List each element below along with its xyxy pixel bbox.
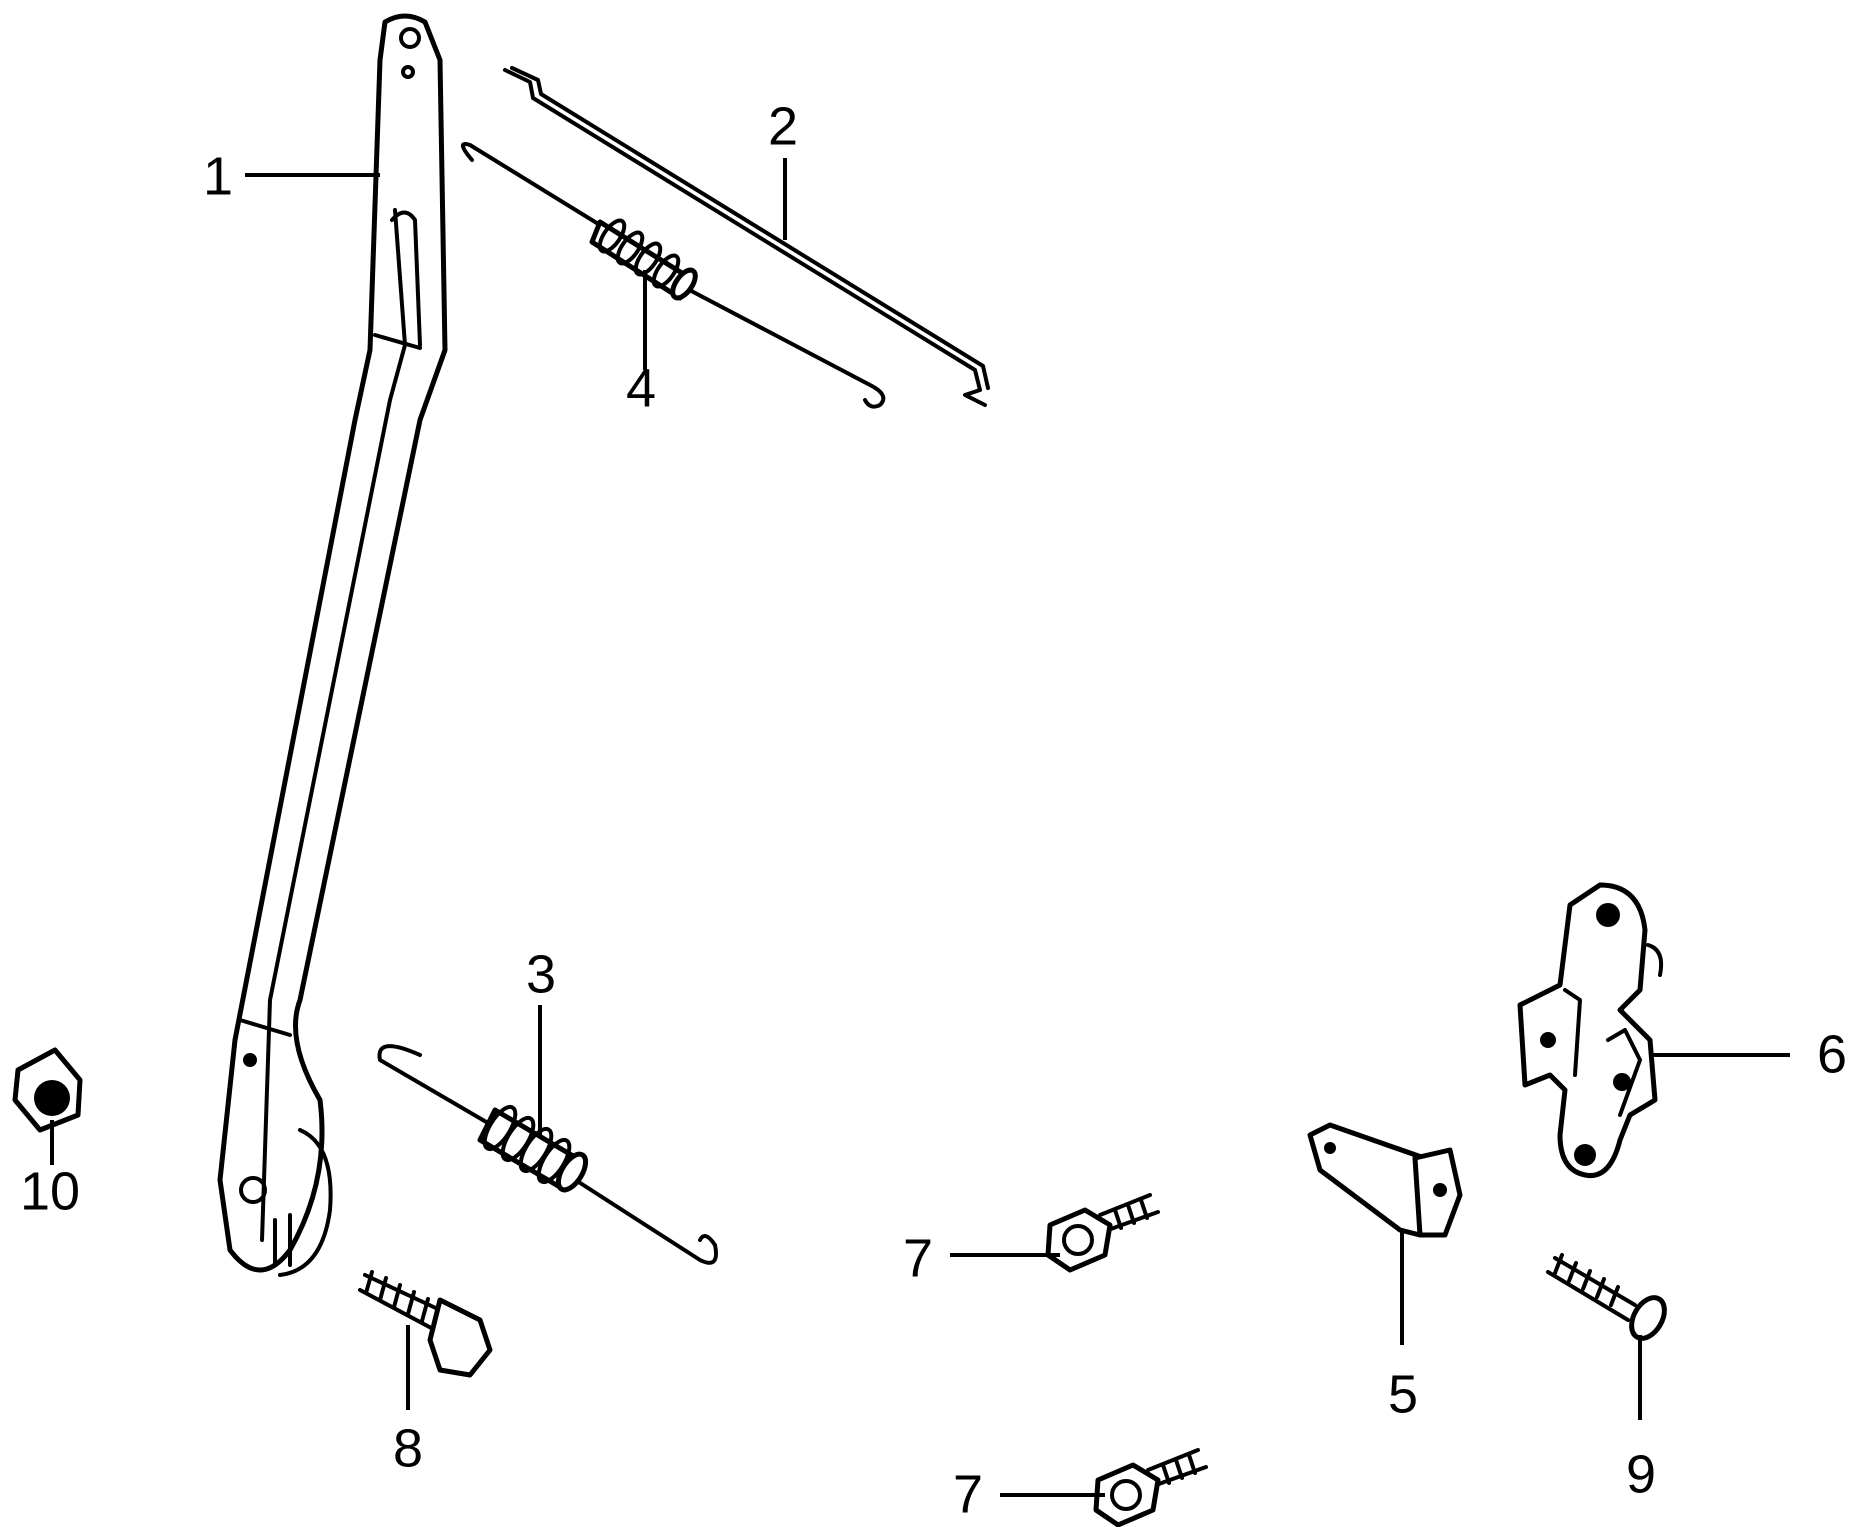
callout-1: 1 — [203, 146, 233, 206]
callout-5: 5 — [1388, 1364, 1418, 1424]
part-1-lever-arm — [217, 13, 448, 1277]
leader-lines — [50, 158, 1790, 1497]
callouts: 1 2 3 4 5 6 7 7 8 9 10 — [20, 96, 1847, 1524]
part-10-cap-nut — [12, 1047, 83, 1133]
part-6-mounting-plate — [1517, 882, 1664, 1179]
callout-7-upper: 7 — [903, 1228, 933, 1288]
part-8-hex-bolt — [358, 1270, 493, 1378]
part-7-flange-bolt-lower — [1093, 1448, 1208, 1527]
callout-9: 9 — [1626, 1444, 1656, 1504]
part-4-spring-rod — [461, 142, 886, 409]
part-9-screw — [1546, 1253, 1667, 1341]
callout-3: 3 — [526, 944, 556, 1004]
callout-10: 10 — [20, 1161, 80, 1221]
callout-2: 2 — [768, 96, 798, 156]
callout-7-lower: 7 — [953, 1464, 983, 1524]
part-5-bracket — [1307, 1122, 1463, 1238]
part-3-spring — [377, 1044, 718, 1265]
part-2-rod — [503, 66, 990, 407]
callout-6: 6 — [1817, 1024, 1847, 1084]
callout-4: 4 — [626, 358, 656, 418]
part-7-flange-bolt-upper — [1045, 1193, 1160, 1273]
callout-8: 8 — [393, 1418, 423, 1478]
